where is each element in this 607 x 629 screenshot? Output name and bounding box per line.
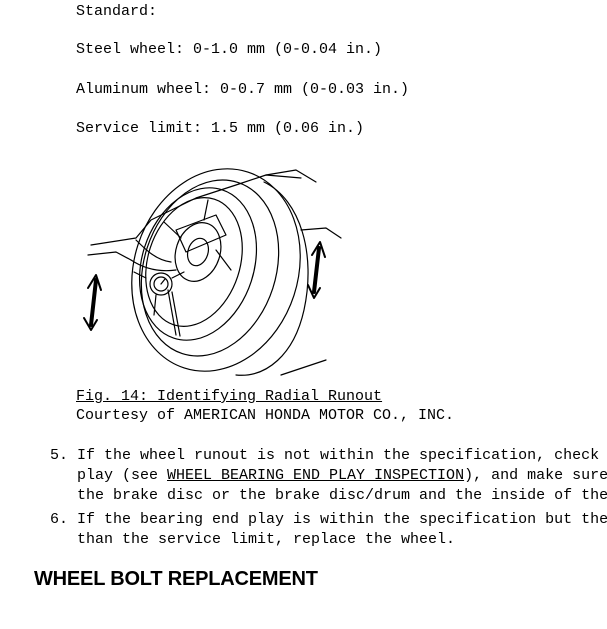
step-5-line-1: If the wheel runout is not within the sp… [77, 447, 607, 464]
step-5-line-3: the brake disc or the brake disc/drum an… [77, 487, 607, 504]
spec-steel-wheel: Steel wheel: 0-1.0 mm (0-0.04 in.) [76, 41, 383, 58]
step-5-line-2-prefix: play (see [77, 467, 168, 484]
step-6-line-2: than the service limit, replace the whee… [77, 531, 456, 548]
spec-aluminum-wheel: Aluminum wheel: 0-0.7 mm (0-0.03 in.) [76, 81, 410, 98]
section-heading: WHEEL BOLT REPLACEMENT [34, 568, 318, 590]
step-6-line-1: If the bearing end play is within the sp… [77, 511, 607, 528]
radial-runout-illustration [76, 160, 366, 385]
step-number: 5. [50, 447, 69, 464]
step-number: 6. [50, 511, 69, 528]
spec-service-limit: Service limit: 1.5 mm (0.06 in.) [76, 120, 365, 137]
figure-caption: Fig. 14: Identifying Radial Runout [76, 388, 383, 405]
wheel-bearing-end-play-link[interactable]: WHEEL BEARING END PLAY INSPECTION [167, 467, 465, 484]
step-5-line-2-suffix: ), and make sure th [464, 467, 607, 484]
spec-standard-label: Standard: [76, 3, 158, 20]
figure-courtesy: Courtesy of AMERICAN HONDA MOTOR CO., IN… [76, 407, 455, 424]
step-5-line-2: play (see WHEEL BEARING END PLAY INSPECT… [77, 467, 607, 485]
